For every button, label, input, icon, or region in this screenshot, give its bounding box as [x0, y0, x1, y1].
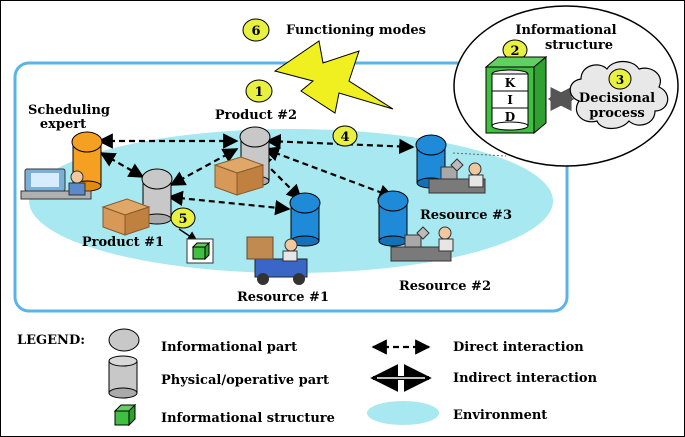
legend-indirect-interaction-label: Indirect interaction: [453, 371, 598, 386]
svg-text:I: I: [507, 93, 513, 107]
scheduling-expert-label-1: Scheduling: [28, 103, 110, 118]
resource1-agent: [289, 192, 321, 247]
svg-text:2: 2: [510, 44, 519, 59]
legend-informational-structure-icon: [113, 403, 137, 427]
decisional-label-2: process: [589, 106, 644, 121]
badge-5: 5: [170, 207, 196, 229]
informational-structure-title-2: structure: [545, 38, 613, 53]
product1-label: Product #1: [82, 235, 164, 250]
legend-informational-part-label: Informational part: [161, 340, 297, 355]
legend-informational-part-icon: [108, 328, 140, 352]
resource3-machine-icon: [428, 158, 486, 194]
product1-informational-structure-icon: [186, 238, 214, 264]
resource3-label: Resource #3: [420, 208, 512, 223]
scheduling-expert-label-2: expert: [40, 117, 86, 132]
badge-4: 4: [332, 125, 358, 147]
svg-text:D: D: [505, 110, 515, 124]
decisional-cloud: [569, 60, 669, 130]
product2-label: Product #2: [215, 108, 297, 123]
badge-6: 6: [242, 18, 270, 42]
legend-physical-part-icon: [108, 355, 138, 399]
svg-text:6: 6: [251, 24, 260, 39]
forklift-icon: [246, 236, 308, 285]
lightning-bolt-icon: [273, 40, 394, 114]
resource2-agent: [377, 190, 409, 247]
informational-structure-title-1: Informational: [515, 23, 616, 38]
product2-box-icon: [213, 156, 265, 196]
zoom-line: [452, 152, 507, 157]
svg-text:K: K: [505, 76, 516, 90]
svg-text:4: 4: [340, 130, 349, 145]
legend-direct-interaction-label: Direct interaction: [453, 340, 584, 355]
svg-text:3: 3: [616, 73, 624, 87]
legend-physical-part-label: Physical/operative part: [161, 373, 329, 388]
legend-title: LEGEND:: [17, 333, 85, 348]
legend-environment-icon: [367, 401, 439, 425]
operator-computer-icon: [20, 168, 92, 200]
product1-agent: [141, 168, 173, 225]
resource2-label: Resource #2: [399, 279, 491, 294]
legend-informational-structure-label: Informational structure: [161, 411, 335, 426]
resource2-machine-icon: [390, 226, 454, 262]
badge-3: 3: [608, 68, 632, 90]
kid-structure-cube: K I D: [484, 55, 548, 135]
svg-text:1: 1: [254, 85, 263, 100]
product1-box-icon: [101, 198, 151, 236]
svg-text:5: 5: [178, 212, 187, 227]
decisional-label-1: Decisional: [579, 91, 655, 106]
resource1-label: Resource #1: [237, 290, 329, 305]
legend-environment-label: Environment: [453, 408, 547, 423]
badge-1: 1: [245, 79, 273, 103]
functioning-modes-label: Functioning modes: [286, 23, 426, 38]
resource3-agent: [415, 134, 447, 189]
